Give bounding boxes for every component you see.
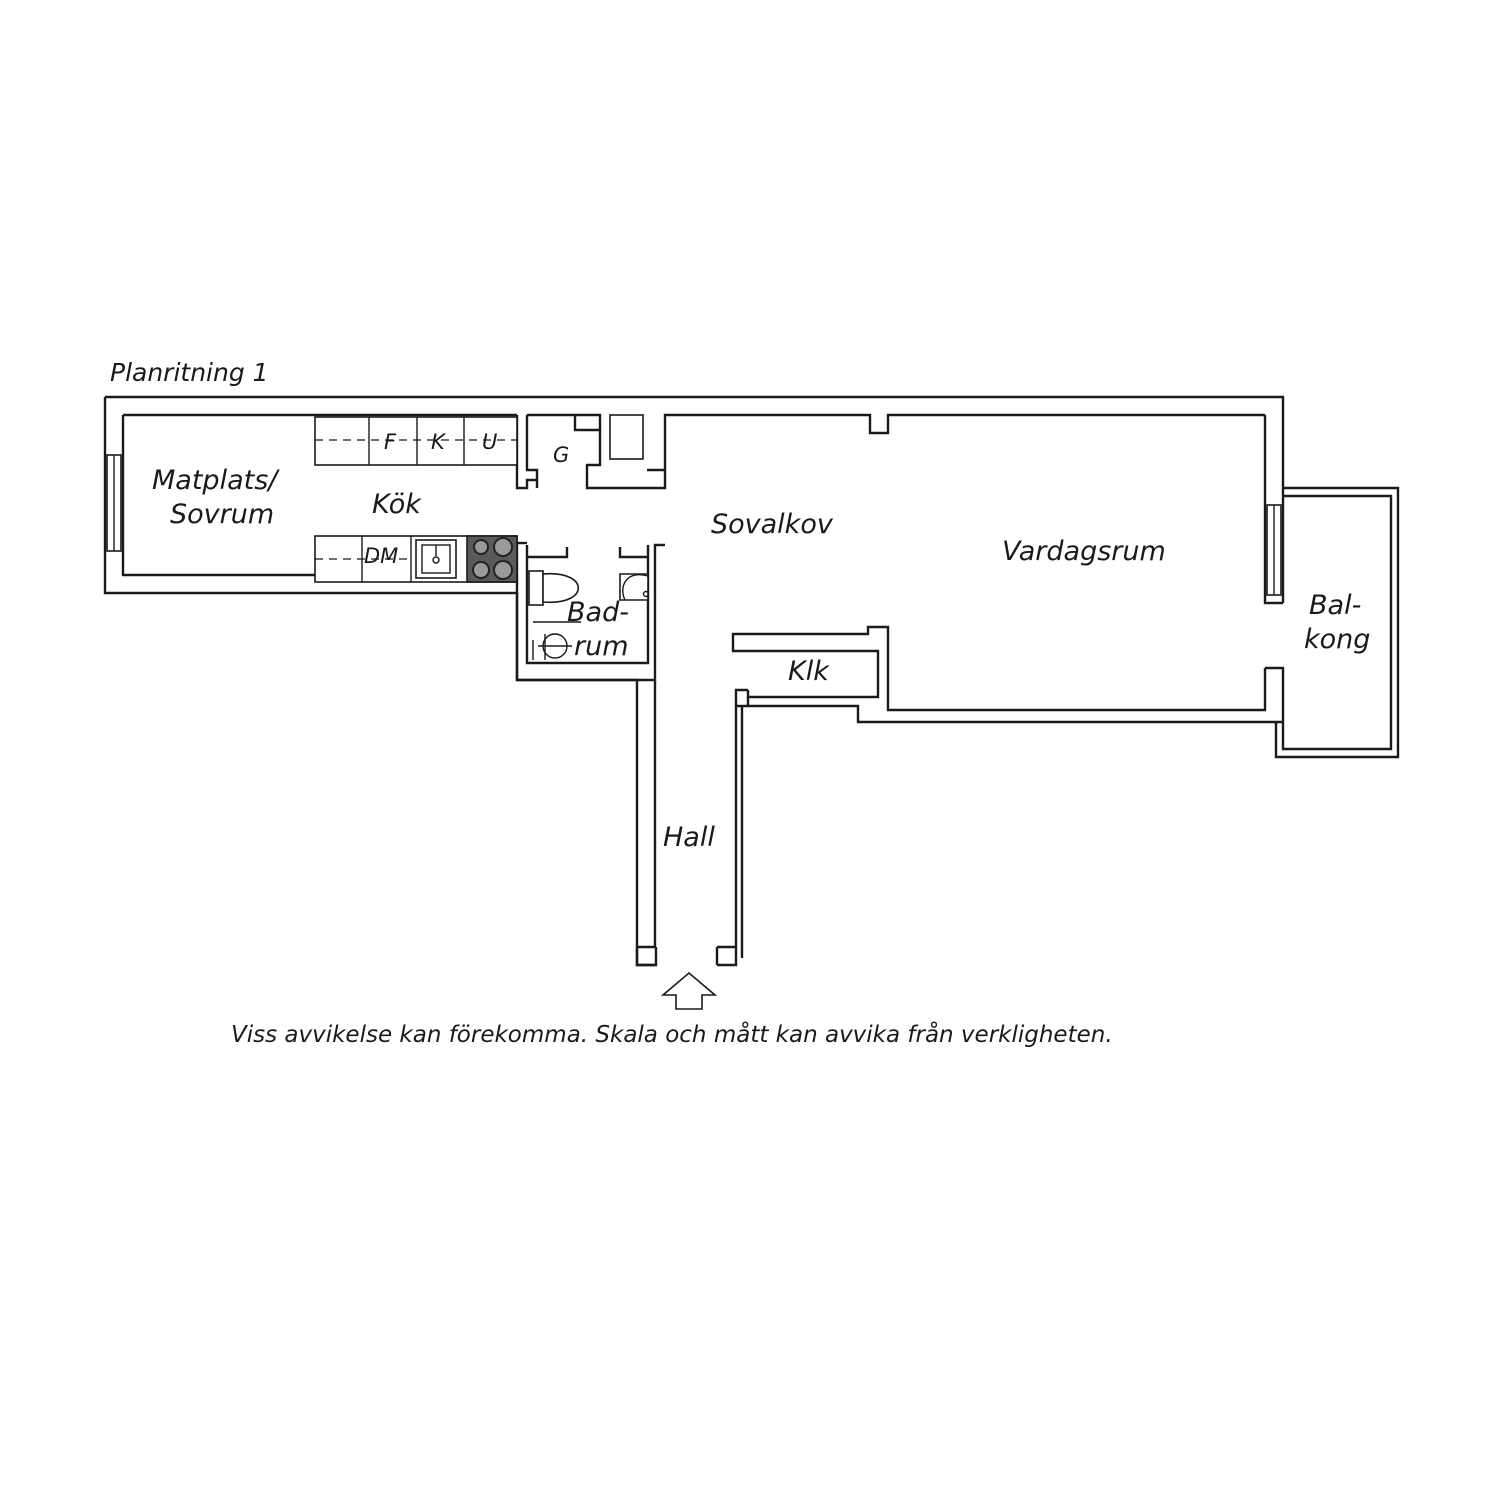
label-kok: Kök [372,489,422,520]
label-vardagsrum: Vardagsrum [1002,536,1166,567]
toilet-tank [528,570,544,606]
label-badrum-2: rum [574,631,629,662]
label-sovrum: Sovrum [170,499,274,530]
closet-box [609,414,644,460]
label-badrum-1: Bad- [567,597,629,628]
label-oven: U [482,430,497,454]
top-counter [314,416,518,466]
kitchen-counters [314,416,518,583]
balcony [1274,486,1400,759]
windows [106,454,1282,596]
label-klk: Klk [788,656,830,687]
label-sovalkov: Sovalkov [711,509,834,540]
label-g: G [553,443,569,467]
label-balkong-2: kong [1304,624,1370,655]
entrance-arrow-icon [660,971,718,1010]
label-matplats: Matplats/ [152,465,280,496]
bathroom [515,541,665,682]
label-dishwasher: DM [364,544,398,568]
outer-walls [103,395,1285,967]
label-balkong-1: Bal- [1309,590,1361,621]
kitchen-walls [515,413,1265,490]
label-freezer: K [431,430,447,454]
label-hall: Hall [663,822,715,853]
disclaimer-text: Viss avvikelse kan förekomma. Skala och … [231,1020,1113,1048]
toilet-bowl-icon [542,572,580,604]
plan-title: Planritning 1 [110,358,269,387]
label-fridge: F [384,430,397,454]
